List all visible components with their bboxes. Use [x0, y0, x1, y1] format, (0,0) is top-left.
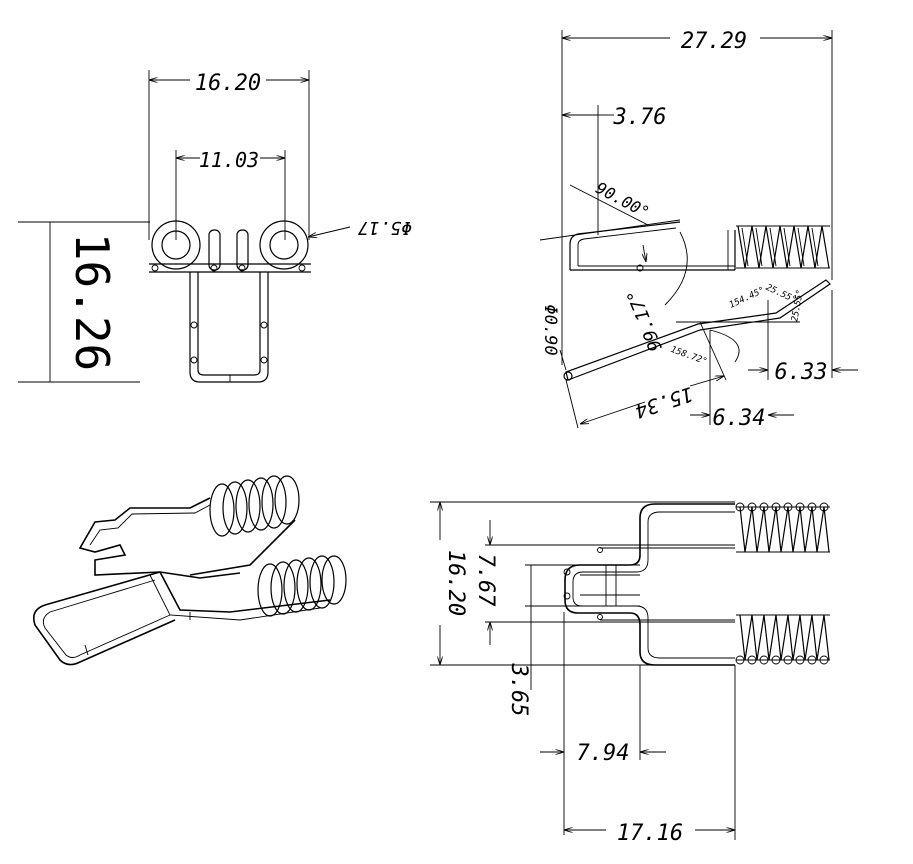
dim-angle-158: 158.72° [669, 345, 708, 367]
top-coil-lower [735, 614, 830, 665]
top-view: 16.20 7.67 3.65 7.94 17.16 [430, 501, 830, 846]
dim-front-width-inner: 11.03 [199, 148, 259, 172]
side-view: 27.29 3.76 90.00° 99.17° Φ0.90 15.34 158… [539, 29, 858, 431]
dim-hook-length: 3.76 [613, 105, 667, 130]
dim-offset-a: 6.33 [775, 360, 828, 385]
isometric-view [32, 475, 347, 666]
dim-front-width-outer: 16.20 [195, 71, 261, 96]
iso-coil-upper [209, 475, 300, 537]
dim-top-loop-depth: 7.94 [577, 741, 630, 766]
dim-top-width: 16.20 [443, 550, 468, 616]
dim-angle-90: 90.00° [593, 178, 653, 222]
front-view: 16.20 11.03 16.26 Φ5.17 [18, 70, 412, 383]
dim-front-height: 16.26 [65, 233, 119, 371]
dim-top-center-gap: 3.65 [506, 663, 531, 717]
center-loop-left [208, 229, 221, 271]
right-coil-outer [259, 220, 309, 270]
center-loop-right [236, 229, 249, 271]
dim-angle-99: 99.17° [623, 286, 667, 354]
dim-offset-b: 6.34 [713, 406, 766, 431]
dim-angle-154: 154.45° [728, 286, 767, 311]
dim-arm-length: 15.34 [632, 382, 697, 423]
dim-coil-diameter: Φ5.17 [358, 217, 412, 238]
dim-side-length: 27.29 [681, 29, 747, 54]
u-loop-outer [189, 272, 269, 383]
u-loop-inner [197, 272, 261, 376]
side-coil [736, 225, 830, 269]
dim-top-length: 17.16 [617, 821, 683, 846]
top-coil-upper [735, 502, 830, 553]
dim-wire-diameter: Φ0.90 [540, 304, 560, 355]
dim-top-inner-gap: 7.67 [473, 554, 498, 608]
right-coil-inner [269, 230, 299, 260]
